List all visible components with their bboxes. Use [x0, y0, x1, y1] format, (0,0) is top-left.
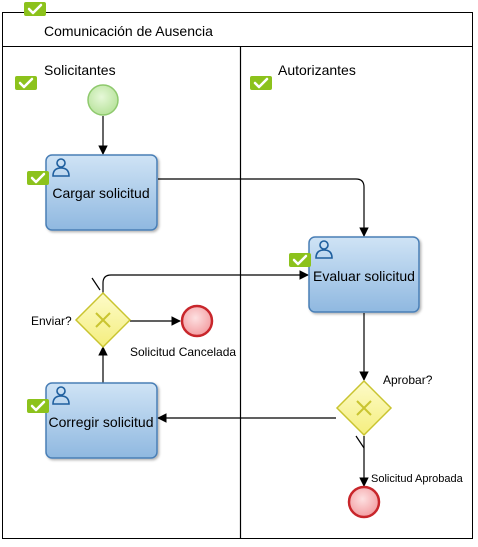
gateway-label-enviar: Enviar?: [31, 314, 72, 328]
check-icon[interactable]: [289, 253, 311, 267]
task-evaluar-solicitud[interactable]: Evaluar solicitud: [308, 236, 420, 313]
flow-enviar-to-evaluar: [102, 270, 309, 293]
task-label: Corregir solicitud: [48, 414, 153, 430]
pool-title: Comunicación de Ausencia: [44, 23, 213, 39]
end-label-cancelada: Solicitud Cancelada: [130, 345, 236, 359]
gateway-label-aprobar: Aprobar?: [383, 373, 433, 387]
sequence-flows: [91, 116, 369, 487]
end-label-aprobada: Solicitud Aprobada: [371, 473, 464, 485]
default-flow-marker: [91, 277, 101, 291]
end-event-cancelada[interactable]: [180, 304, 214, 338]
user-icon: [52, 386, 70, 405]
check-icon[interactable]: [27, 399, 49, 413]
check-icon[interactable]: [24, 2, 46, 16]
lane-autorizantes: Autorizantes: [250, 62, 356, 90]
task-label: Evaluar solicitud: [313, 268, 415, 284]
gateway-aprobar[interactable]: [335, 379, 393, 437]
user-icon: [52, 158, 70, 177]
default-flow-marker: [355, 435, 365, 449]
check-icon[interactable]: [15, 76, 37, 90]
task-label: Cargar solicitud: [52, 185, 149, 201]
lane-label-solicitantes: Solicitantes: [44, 62, 116, 78]
check-icon[interactable]: [27, 171, 49, 185]
end-event-aprobada[interactable]: [347, 485, 381, 519]
user-icon: [315, 240, 333, 259]
lane-label-autorizantes: Autorizantes: [278, 62, 356, 78]
start-event[interactable]: [87, 84, 119, 116]
gateway-x-icon: [95, 312, 111, 328]
task-corregir-solicitud[interactable]: Corregir solicitud: [45, 382, 158, 459]
check-icon[interactable]: [250, 76, 272, 90]
gateway-enviar[interactable]: [74, 291, 132, 349]
flow-cargar-to-evaluar: [158, 178, 369, 237]
gateway-x-icon: [356, 400, 372, 416]
task-cargar-solicitud[interactable]: Cargar solicitud: [45, 154, 158, 231]
lane-solicitantes: Solicitantes: [15, 62, 116, 90]
